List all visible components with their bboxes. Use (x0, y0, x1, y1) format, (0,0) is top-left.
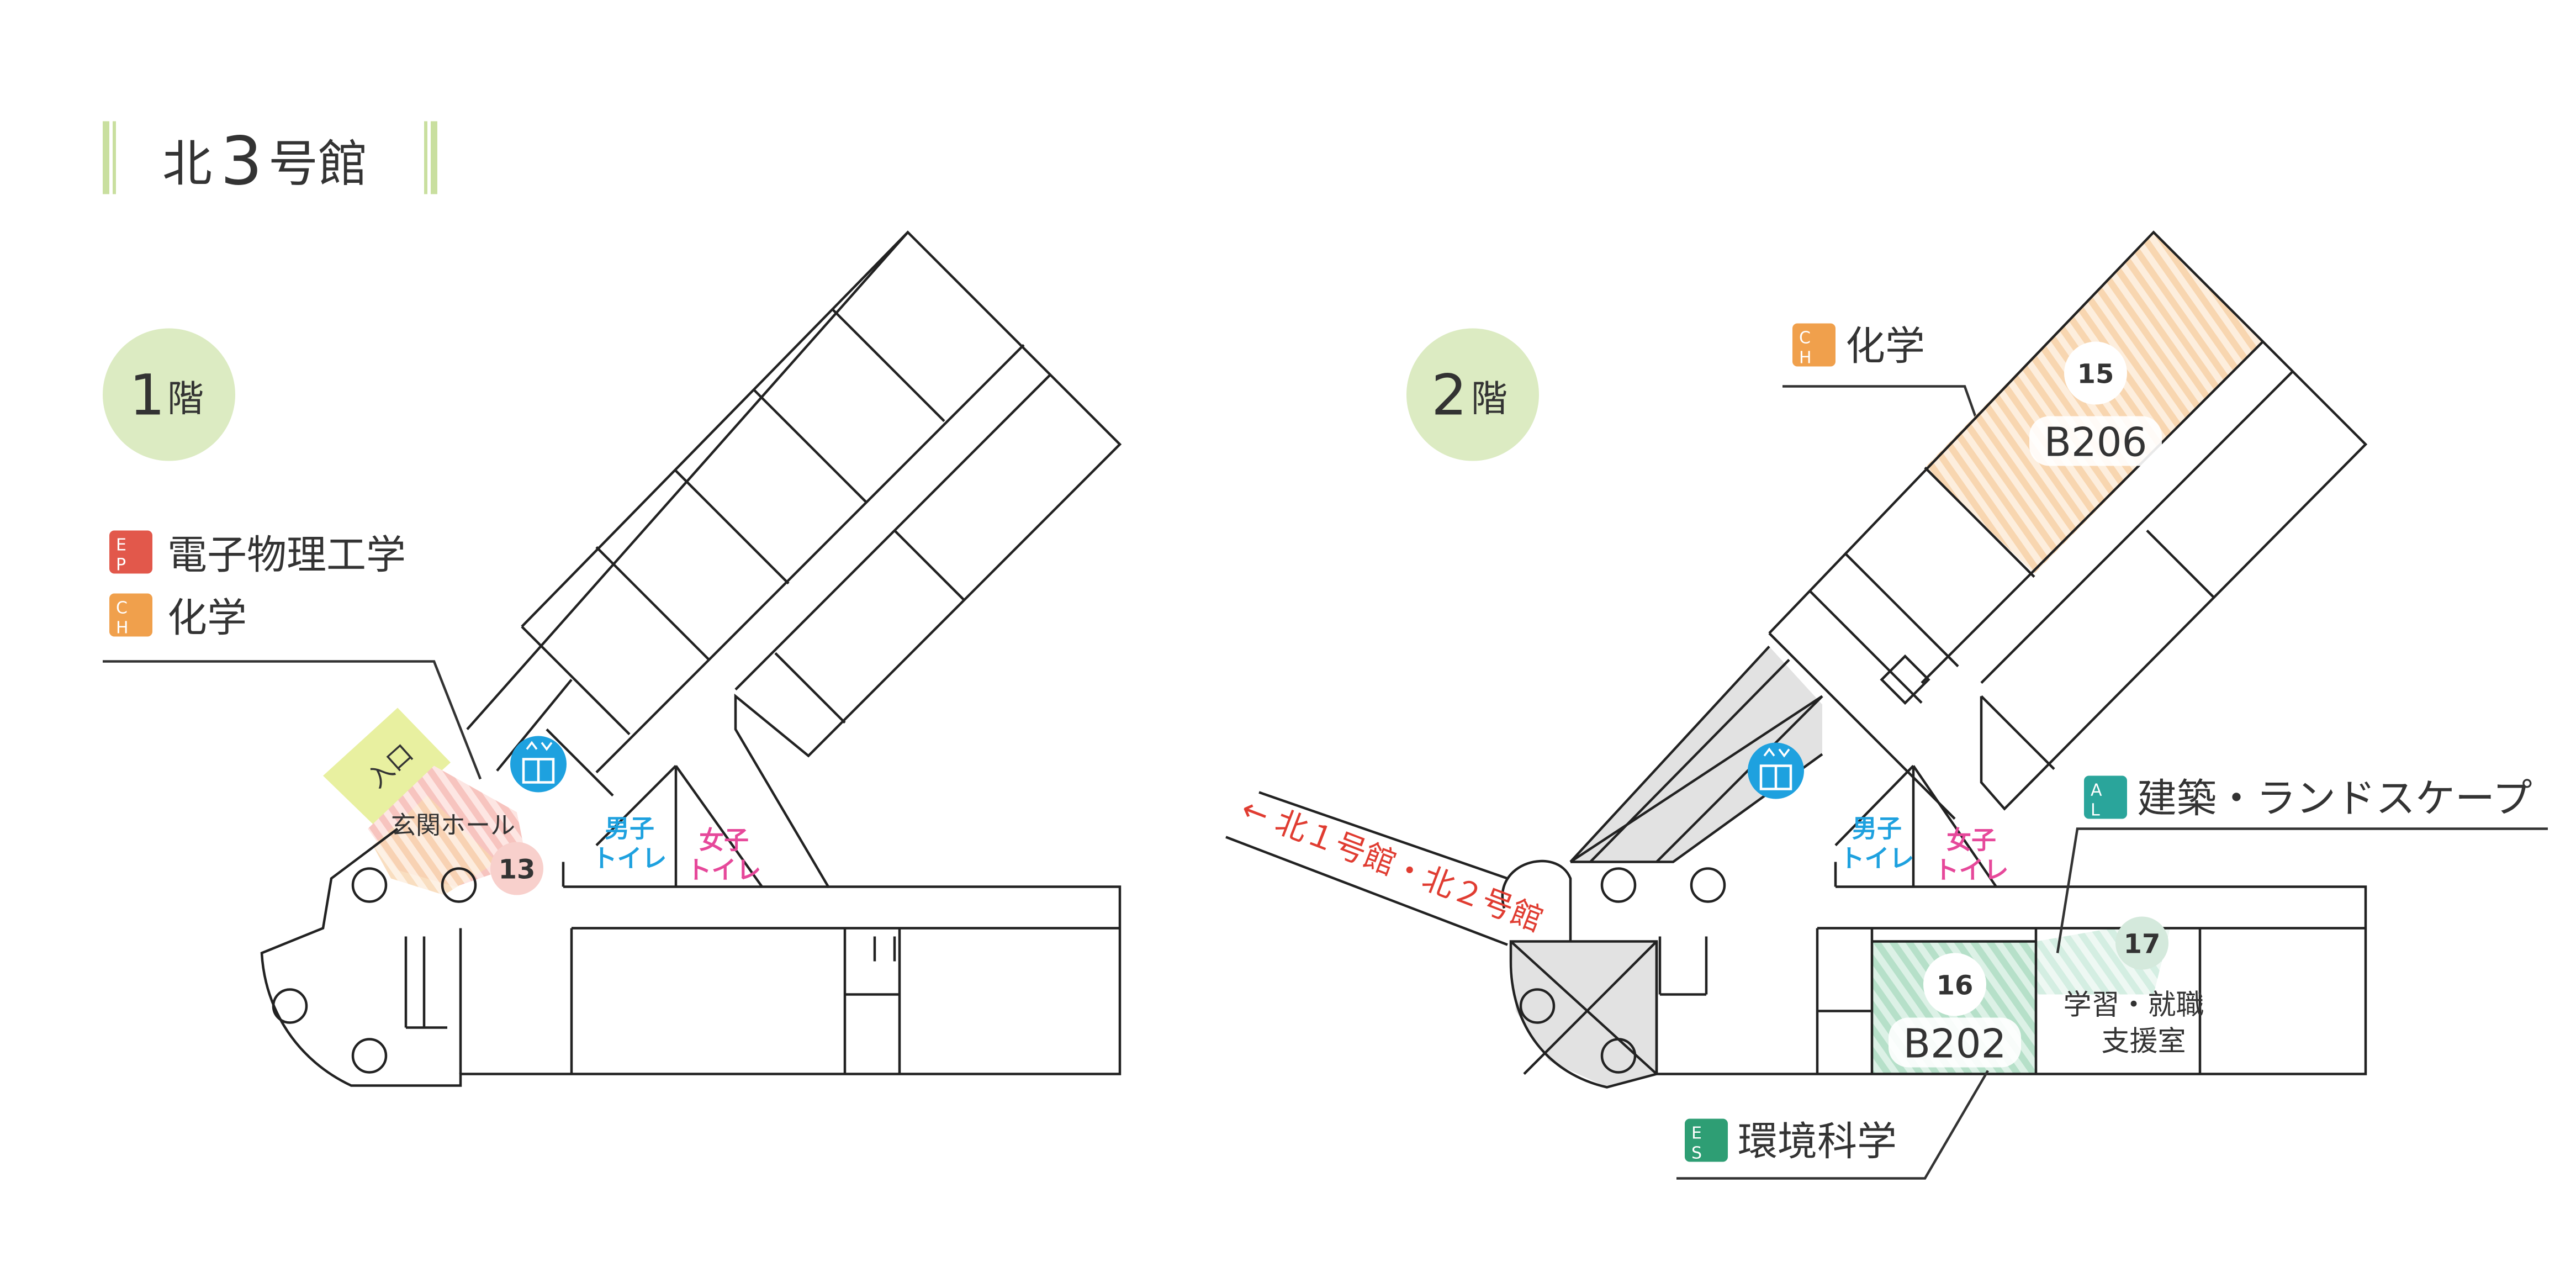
title-prefix: 北 (162, 135, 212, 193)
ch-badge-icon-2 (1792, 323, 1836, 367)
legend-label-ch: 化学 (167, 595, 247, 641)
floor-2-arch-leader (2056, 827, 2548, 953)
ch2-code-top: C (1799, 329, 1811, 348)
ep-badge-code-top: E (116, 536, 126, 555)
floor-1-male-restroom: 男子 トイレ (592, 814, 667, 873)
building-title: 北 3 号館 (103, 121, 437, 200)
es-code-bottom: S (1691, 1144, 1702, 1163)
room-17-line1: 学習・就職 (2063, 989, 2204, 1022)
female-restroom-2-line2: トイレ (1934, 856, 2008, 885)
es-badge-icon (1685, 1118, 1728, 1162)
floor-1-badge-number: 1 (129, 363, 165, 429)
floor-1-room-13: 13 (490, 842, 543, 895)
floor-1-columns (272, 867, 477, 1074)
passage-line-top2 (1258, 791, 1508, 880)
floor-2: 2 階 C H 化学 (1225, 230, 2548, 1180)
female-restroom-2-line1: 女子 (1946, 826, 1996, 855)
legend-label-ep: 電子物理工学 (167, 532, 406, 578)
floor-2-badge-suffix: 階 (1471, 378, 1507, 420)
floor-2-room-17: 17 学習・就職 支援室 (2063, 916, 2204, 1058)
es-code-top: E (1691, 1124, 1702, 1143)
floor-2-legend-ch: C H 化学 (1792, 323, 1925, 369)
title-bar-left (103, 121, 109, 194)
male-restroom-2-line2: トイレ (1839, 844, 1914, 873)
room-17-number: 17 (2124, 929, 2161, 960)
room-15-number: 15 (2077, 359, 2114, 390)
floor-1-legend-ch: C H 化学 (109, 593, 247, 641)
floor-1-leader-line (103, 660, 482, 780)
floor-1-badge: 1 階 (103, 328, 235, 461)
passage-line-top (1225, 836, 1508, 946)
female-restroom-line1: 女子 (699, 826, 749, 855)
floor-1-female-restroom: 女子 トイレ (686, 826, 761, 885)
floor-1-walls (260, 230, 1122, 1087)
male-restroom-line2: トイレ (592, 844, 667, 873)
room-17-line2: 支援室 (2101, 1026, 2186, 1058)
floor-1-badge-suffix: 階 (167, 378, 204, 420)
floor-1-elevator-icon (510, 736, 567, 793)
male-restroom-line1: 男子 (605, 814, 654, 843)
floor-2-room-b206: 15 B206 (2029, 341, 2162, 466)
al-code-top: A (2091, 781, 2102, 800)
ch2-code-bottom: H (1799, 349, 1812, 368)
floor-1-legend-ep: E P 電子物理工学 (109, 530, 406, 578)
floor-2-female-restroom: 女子 トイレ (1934, 826, 2008, 885)
female-restroom-line2: トイレ (686, 856, 761, 885)
floor-2-legend-al: A L 建築・ランドスケープ (2084, 775, 2532, 822)
title-suffix: 号館 (268, 135, 368, 193)
floor-2-male-restroom: 男子 トイレ (1839, 814, 1914, 873)
floor-2-walls (1501, 230, 2368, 1089)
al-badge-icon (2084, 775, 2127, 819)
ch-badge-icon (109, 593, 152, 637)
floor-2-columns (1519, 867, 1726, 1074)
floor-2-env-leader (1676, 1070, 1989, 1180)
hall-label: 玄関ホール (391, 811, 515, 840)
floor-2-elevator-icon (1748, 742, 1804, 799)
al-code-bottom: L (2091, 801, 2100, 820)
title-bar-left-inner (113, 121, 116, 194)
legend-label-ch-2: 化学 (1845, 323, 1925, 369)
male-restroom-2-line1: 男子 (1852, 814, 1902, 843)
ch-badge-code-bottom: H (116, 619, 129, 638)
ch-badge-code-top: C (116, 599, 128, 618)
ep-badge-icon (109, 530, 152, 574)
legend-label-es: 環境科学 (1738, 1118, 1897, 1165)
ep-badge-code-bottom: P (116, 556, 126, 575)
floor-1: 1 階 E P 電子物理工学 C H 化学 入口 (103, 230, 1122, 1087)
floor-2-badge-number: 2 (1431, 363, 1467, 429)
legend-label-al: 建築・ランドスケープ (2137, 775, 2532, 822)
room-b202-label: B202 (1903, 1021, 2007, 1067)
room-13-number: 13 (499, 854, 536, 885)
room-b206-label: B206 (2044, 419, 2147, 466)
floor-1-entrance: 入口 (323, 708, 451, 829)
floor-2-room-b202: 16 B202 (1889, 953, 2021, 1068)
passage-label: ← 北１号館・北２号館 (1236, 790, 1548, 939)
title-number: 3 (220, 124, 262, 200)
title-bar-right-inner (431, 121, 437, 194)
floor-2-legend-es: E S 環境科学 (1685, 1118, 1897, 1165)
title-bar-right (424, 121, 427, 194)
floor-2-badge: 2 階 (1406, 328, 1539, 461)
room-16-number: 16 (1937, 970, 1974, 1001)
